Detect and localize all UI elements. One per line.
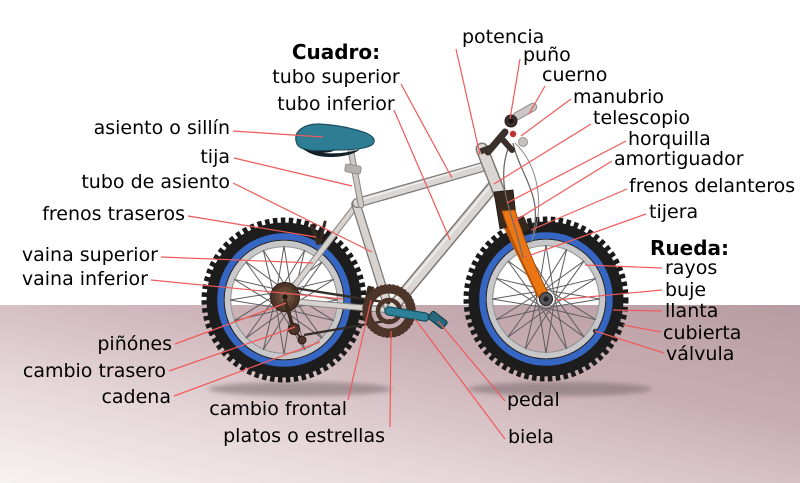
leader-cambio-trasero (168, 326, 296, 372)
drivetrain (270, 282, 448, 345)
label-amortiguador: amortiguador (614, 148, 744, 170)
leader-tijera (524, 213, 647, 258)
leader-tubo-superior (400, 83, 453, 179)
leader-cadena (173, 341, 321, 397)
label-valvula: válvula (666, 343, 735, 365)
fork (493, 189, 554, 307)
front-wheel-shadow (468, 382, 652, 396)
label-tubo-inferior: tubo inferior (277, 93, 395, 115)
leader-manubrio (520, 98, 572, 137)
leader-asiento (232, 130, 324, 138)
label-cambio-trasero: cambio trasero (22, 360, 166, 382)
leader-tubo-de-asiento (232, 182, 373, 253)
bar-end (513, 103, 537, 120)
label-potencia: potencia (462, 26, 545, 48)
leader-puno (509, 58, 521, 120)
leader-pedal (437, 320, 506, 402)
label-tubo-de-asiento: tubo de asiento (81, 171, 230, 193)
label-asiento: asiento o sillín (93, 117, 230, 139)
front-brake (517, 215, 530, 232)
label-vaina-superior: vaina superior (21, 244, 158, 266)
leader-lines (150, 48, 665, 440)
label-telescopio: telescopio (593, 107, 691, 129)
down-tube (388, 178, 501, 312)
label-cuerno: cuerno (542, 64, 608, 86)
leader-cubierta (622, 324, 662, 333)
top-tube (353, 162, 490, 207)
rear-brake (310, 224, 320, 245)
leader-cuerno (528, 85, 546, 115)
seat-clamp (344, 163, 362, 175)
label-rayos: rayos (665, 257, 718, 279)
label-frenos-delanteros: frenos delanteros (629, 175, 796, 197)
label-cubierta: cubierta (663, 322, 742, 344)
seat-post (347, 143, 364, 208)
label-vaina-inferior: vaina inferior (21, 268, 148, 290)
leader-horquilla (506, 140, 627, 204)
label-tijera: tijera (649, 201, 699, 223)
crank-arm (385, 307, 429, 321)
leader-potencia (455, 48, 481, 156)
label-cadena: cadena (101, 386, 171, 408)
rear-wheel (201, 217, 367, 383)
pedal-shape (427, 310, 448, 330)
rear-wheel-shadow (208, 382, 392, 396)
label-buje: buje (665, 279, 707, 301)
handlebar-assembly (479, 102, 540, 259)
label-platos: platos o estrellas (223, 425, 385, 447)
stem (484, 128, 509, 156)
label-cambio-frontal: cambio frontal (209, 398, 347, 420)
label-llanta: llanta (665, 300, 719, 322)
saddle-assembly (295, 123, 375, 209)
brake-lever-clamp (509, 130, 517, 138)
leader-amortiguador (512, 160, 613, 223)
leader-frenos-traseros (187, 215, 317, 238)
label-puno: puño (523, 44, 571, 66)
label-rueda-header: Rueda: (650, 236, 730, 260)
leader-biela (414, 318, 506, 440)
leader-tubo-inferior (393, 109, 451, 241)
label-cuadro-header: Cuadro: (291, 40, 381, 64)
label-tija: tija (200, 146, 230, 168)
seat-stay (283, 204, 358, 300)
brake-cable (512, 142, 537, 234)
leader-cambio-frontal (347, 299, 372, 401)
label-tubo-superior: tubo superior (272, 66, 400, 88)
leader-telescopio (493, 123, 592, 185)
label-manubrio: manubrio (573, 86, 665, 108)
label-horquilla: horquilla (628, 128, 711, 150)
leader-valvula (594, 330, 665, 354)
rear-spokes (229, 245, 339, 355)
leader-platos (389, 330, 392, 428)
leader-pinones (174, 302, 287, 345)
leader-buje (555, 289, 663, 301)
head-tube (477, 144, 506, 202)
front-wheel (463, 216, 629, 382)
leader-tija (233, 157, 353, 187)
label-frenos-traseros: frenos traseros (42, 203, 185, 225)
leader-llanta (612, 309, 663, 312)
leader-rayos (584, 264, 663, 269)
label-biela: biela (508, 426, 554, 448)
leader-vaina-inferior (150, 279, 344, 300)
label-pinones: piñónes (97, 333, 172, 355)
label-pedal: pedal (507, 389, 560, 411)
leader-vaina-superior (160, 256, 314, 264)
chain-lower (303, 318, 392, 337)
saddle (295, 123, 375, 152)
leader-frenos-delanteros (530, 188, 628, 231)
